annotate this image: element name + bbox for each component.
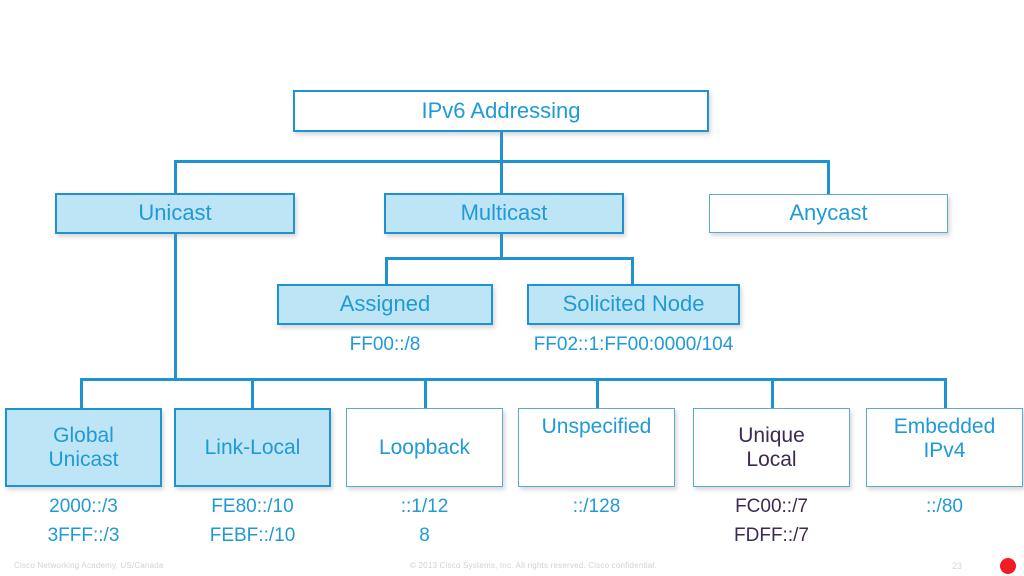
node-global-unicast[interactable]: Global Unicast	[5, 408, 162, 487]
node-label: Solicited Node	[562, 291, 705, 317]
prefix-unspecified: ::/128	[572, 496, 621, 517]
prefix-solicited-node: FF02::1:FF00:0000/104	[533, 334, 734, 355]
node-loopback[interactable]: Loopback	[346, 408, 503, 487]
node-unique-local[interactable]: Unique Local	[693, 408, 850, 487]
connector-multicast-bus	[385, 257, 634, 260]
connector-root-stem	[500, 131, 503, 162]
connector-drop-solicited-node	[631, 257, 634, 284]
connector-drop-unspecified	[596, 378, 599, 408]
connector-unicast-bus	[80, 378, 946, 381]
node-ipv6-addressing[interactable]: IPv6 Addressing	[293, 90, 709, 132]
node-assigned[interactable]: Assigned	[277, 284, 493, 325]
node-label: Embedded IPv4	[893, 415, 996, 462]
node-anycast[interactable]: Anycast	[709, 194, 948, 233]
connector-drop-unique-local	[771, 378, 774, 408]
node-unspecified[interactable]: Unspecified	[518, 408, 675, 487]
connector-multicast-stem	[500, 233, 503, 259]
connector-drop-global-unicast	[80, 378, 83, 408]
connector-drop-unicast	[174, 160, 177, 194]
node-label: Unique Local	[738, 423, 805, 471]
node-unicast[interactable]: Unicast	[55, 193, 295, 234]
node-label: Unspecified	[541, 415, 652, 438]
prefix-unique-local: FC00::/7 FDFF::/7	[734, 496, 809, 546]
prefix-link-local: FE80::/10 FEBF::/10	[209, 496, 296, 546]
node-link-local[interactable]: Link-Local	[174, 408, 331, 487]
connector-drop-link-local	[251, 378, 254, 408]
node-label: Multicast	[460, 200, 548, 226]
prefix-loopback: ::1/12 8	[400, 496, 449, 546]
connector-drop-loopback	[424, 378, 427, 408]
prefix-embedded-ipv4: ::/80	[926, 496, 963, 517]
node-label: Global Unicast	[48, 423, 119, 471]
connector-drop-anycast	[827, 160, 830, 194]
node-solicited-node[interactable]: Solicited Node	[527, 284, 740, 325]
connector-drop-assigned	[385, 257, 388, 284]
node-label: Anycast	[789, 200, 868, 226]
node-multicast[interactable]: Multicast	[384, 193, 624, 234]
connector-drop-embedded-ipv4	[944, 378, 947, 408]
cisco-red-dot-icon	[1000, 558, 1016, 574]
connector-unicast-stem	[174, 233, 177, 380]
node-label: Unicast	[138, 200, 212, 226]
node-label: Link-Local	[204, 435, 301, 459]
page-number: 23	[952, 561, 963, 571]
node-label: Loopback	[378, 435, 471, 459]
node-label: Assigned	[339, 291, 431, 317]
footer-left-text: Cisco Networking Academy, US/Canada	[14, 561, 164, 570]
footer-copyright-text: © 2013 Cisco Systems, Inc. All rights re…	[410, 561, 657, 570]
node-label: IPv6 Addressing	[421, 97, 581, 123]
node-embedded-ipv4[interactable]: Embedded IPv4	[866, 408, 1023, 487]
prefix-global-unicast: 2000::/3 3FFF::/3	[47, 496, 120, 546]
connector-drop-multicast	[500, 160, 503, 194]
prefix-assigned: FF00::/8	[349, 334, 421, 355]
